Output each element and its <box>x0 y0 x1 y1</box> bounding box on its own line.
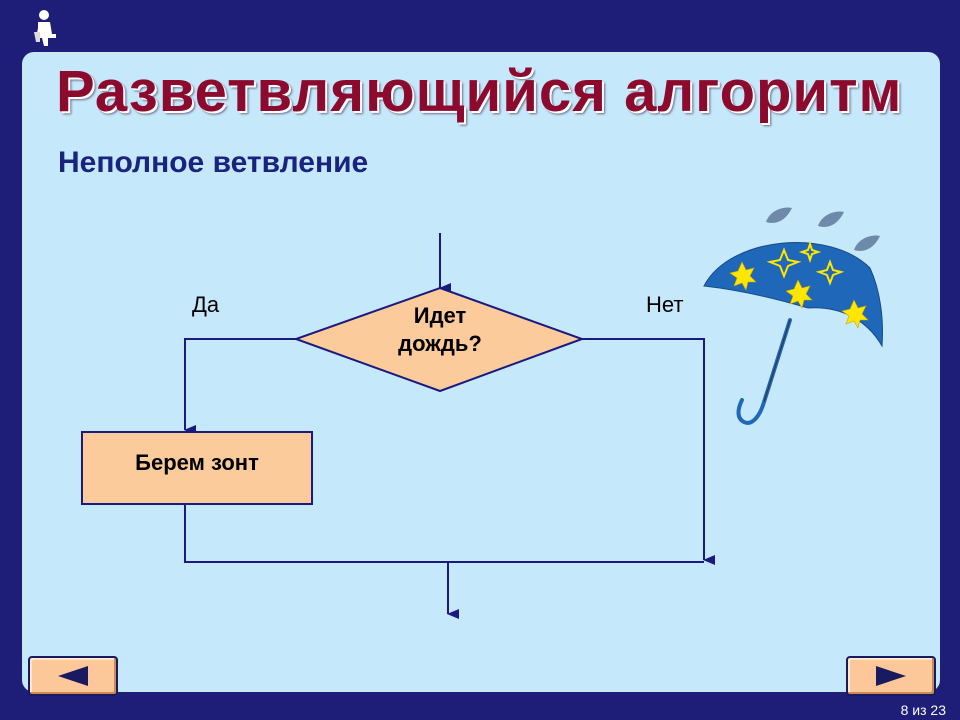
prev-slide-button[interactable] <box>28 656 118 696</box>
flow-lines <box>184 233 715 619</box>
logo-icon <box>34 10 56 46</box>
umbrella-illustration <box>703 207 883 425</box>
triangle-left-icon <box>58 666 88 686</box>
slide-title: Разветвляющийся алгоритм <box>56 59 903 124</box>
triangle-right-icon <box>876 666 906 686</box>
action-text: Берем зонт <box>135 450 259 475</box>
condition-diamond <box>293 286 585 393</box>
no-branch-line <box>582 338 715 565</box>
action-box <box>81 431 313 505</box>
star-icon <box>729 261 869 329</box>
slide-subtitle: Неполное ветвление <box>58 146 369 179</box>
raindrop-icon <box>766 207 880 251</box>
action-exit-line <box>184 504 704 563</box>
slide-counter: 8 из 23 <box>900 702 946 718</box>
no-label: Нет <box>646 292 684 317</box>
umbrella-handle <box>736 318 792 425</box>
yes-branch-line <box>184 338 296 435</box>
yes-label: Да <box>192 292 220 317</box>
next-slide-button[interactable] <box>846 656 936 696</box>
